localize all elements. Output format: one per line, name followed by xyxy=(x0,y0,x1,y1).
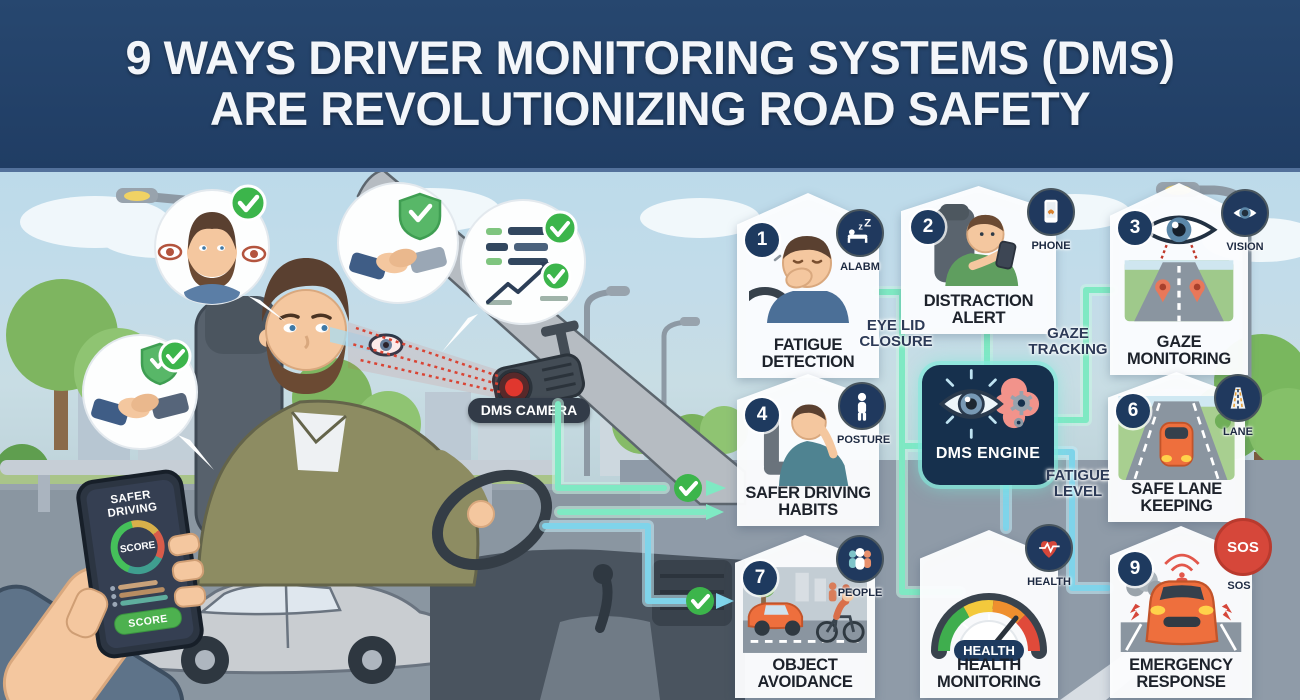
title-line-1: 9 WAYS DRIVER MONITORING SYSTEMS (DMS) xyxy=(125,31,1175,85)
lane-chip: LANE xyxy=(1213,374,1263,440)
silver-sedan-car xyxy=(45,578,454,684)
lane-road-icon xyxy=(1214,374,1262,422)
driver-head xyxy=(265,289,347,371)
driver-beard xyxy=(266,340,346,394)
driver xyxy=(196,258,553,587)
gaze-illustration xyxy=(1124,215,1234,322)
label-fatigue-level: FATIGUE LEVEL xyxy=(1046,467,1110,501)
label-eye-lid-closure: EYE LID CLOSURE xyxy=(859,317,933,351)
tile-title: EMERGENCY RESPONSE xyxy=(1129,655,1233,691)
finger xyxy=(173,584,207,609)
face-id-bubble xyxy=(154,184,286,322)
tile-title: SAFE LANE KEEPING xyxy=(1131,479,1222,515)
dms-camera-label: DMS CAMERA xyxy=(468,398,590,424)
cyclist xyxy=(815,588,865,643)
checkmark-icon xyxy=(229,184,267,222)
tile-number-badge: 4 xyxy=(745,398,779,432)
dms-camera xyxy=(492,320,585,411)
signal-waves xyxy=(1164,553,1200,572)
tile-fatigue-detection: 1 z Z ALABM FATIGUE DETECTION xyxy=(737,193,884,378)
eye-scan-icon-right xyxy=(241,245,267,263)
orange-car xyxy=(1159,421,1194,467)
vision-chip: VISION xyxy=(1220,189,1270,255)
fatigue-illustration xyxy=(749,236,849,323)
health-heart-icon xyxy=(1025,524,1073,572)
tile-distraction-alert: 2 PHONE DISTRACTION ALERT xyxy=(901,186,1075,334)
posture-chip-label: POSTURE xyxy=(837,434,891,446)
health-chip-label: HEALTH xyxy=(1027,576,1071,588)
driver-hand xyxy=(467,500,495,528)
avoidance-illustration xyxy=(743,567,867,653)
gauge-label: HEALTH xyxy=(963,643,1015,658)
sos-icon: SOS xyxy=(1214,518,1272,576)
tile-health-monitoring: HEALTH HEALTH HEALTH MONITORING xyxy=(920,524,1073,698)
tile-title: GAZE MONITORING xyxy=(1127,332,1231,368)
label-gaze-tracking: GAZE TRACKING xyxy=(1028,325,1108,359)
alarm-chip-label: ALABM xyxy=(840,261,880,273)
tile-safe-lane-keeping: 6 LANE SAFE LANE KEEPING xyxy=(1108,372,1262,522)
trust-bubble-top xyxy=(337,182,459,304)
tile-title: FATIGUE DETECTION xyxy=(761,335,855,371)
location-pin-icon xyxy=(1155,279,1171,303)
title-line-2: ARE REVOLUTIONIZING ROAD SAFETY xyxy=(209,82,1091,135)
checkmark-icon xyxy=(542,210,578,246)
phone-icon xyxy=(1027,188,1075,236)
eye-scan-icon-left xyxy=(157,243,183,261)
vision-eye-icon xyxy=(1221,189,1269,237)
orange-car xyxy=(747,602,804,636)
tile-object-avoidance: 7 xyxy=(735,535,884,698)
alert-sparks xyxy=(1130,603,1232,621)
checkmark-icon xyxy=(158,339,192,373)
dms-eye-brain-icon xyxy=(938,369,1040,439)
tile-number-badge: 9 xyxy=(1118,552,1152,586)
driver-hair xyxy=(262,258,350,322)
sos-chip-label: SOS xyxy=(1227,580,1251,592)
tile-number-badge: 3 xyxy=(1118,211,1152,245)
tile-title: SAFER DRIVING HABITS xyxy=(745,483,871,519)
people-chip: PEOPLE xyxy=(835,535,885,601)
phone-chip: PHONE xyxy=(1026,188,1076,254)
dms-engine-label: DMS ENGINE xyxy=(935,445,1041,462)
road-image xyxy=(1124,260,1234,322)
phone-chip-label: PHONE xyxy=(1031,240,1071,252)
trust-bubble-left xyxy=(82,334,214,470)
lane-chip-label: LANE xyxy=(1223,426,1253,438)
people-icon xyxy=(836,535,884,583)
health-gauge-illustration: HEALTH xyxy=(931,593,1047,666)
tile-gaze-monitoring: 3 VISION GAZE MONITORING xyxy=(1110,183,1269,375)
location-pin-icon xyxy=(1189,279,1205,303)
checkmark-icon xyxy=(540,260,572,292)
posture-icon xyxy=(838,382,886,430)
tile-number-badge: 6 xyxy=(1116,394,1150,428)
tile-title: HEALTH MONITORING xyxy=(937,655,1041,691)
posture-chip: POSTURE xyxy=(837,382,891,448)
score-button: SCORE xyxy=(112,606,184,637)
svg-text:Z: Z xyxy=(864,217,871,229)
vision-chip-label: VISION xyxy=(1226,241,1264,253)
tile-number-badge: 2 xyxy=(911,210,945,244)
header-banner: 9 WAYS DRIVER MONITORING SYSTEMS (DMS) A… xyxy=(0,0,1300,172)
bed-alarm-icon: z Z xyxy=(836,209,884,257)
tile-title: OBJECT AVOIDANCE xyxy=(757,655,853,691)
camera-scan-lines xyxy=(348,322,501,398)
tile-emergency-response: 9 SOS SOS EMERGENCY RESP xyxy=(1110,518,1272,698)
tile-number-badge: 7 xyxy=(743,561,777,595)
sos-chip: SOS SOS xyxy=(1214,518,1272,594)
svg-text:z: z xyxy=(858,222,863,232)
tile-safer-driving-habits: 4 POSTURE SAFER DRIVING HABITS xyxy=(737,374,890,526)
orange-car-front xyxy=(1145,580,1219,646)
health-chip: HEALTH xyxy=(1024,524,1074,590)
score-chart-bubble xyxy=(442,199,586,352)
emergency-illustration xyxy=(1120,553,1242,652)
camera-red-lens xyxy=(505,378,524,397)
score-stat-rows xyxy=(109,575,178,611)
score-ring-label: SCORE xyxy=(119,539,157,556)
dms-engine-node: DMS ENGINE xyxy=(922,365,1054,485)
score-ring-gauge: SCORE xyxy=(107,516,169,578)
alarm-chip: z Z ALABM xyxy=(835,209,885,275)
tile-number-badge: 1 xyxy=(745,223,779,257)
people-chip-label: PEOPLE xyxy=(837,587,883,599)
shield-check-icon xyxy=(398,192,442,241)
